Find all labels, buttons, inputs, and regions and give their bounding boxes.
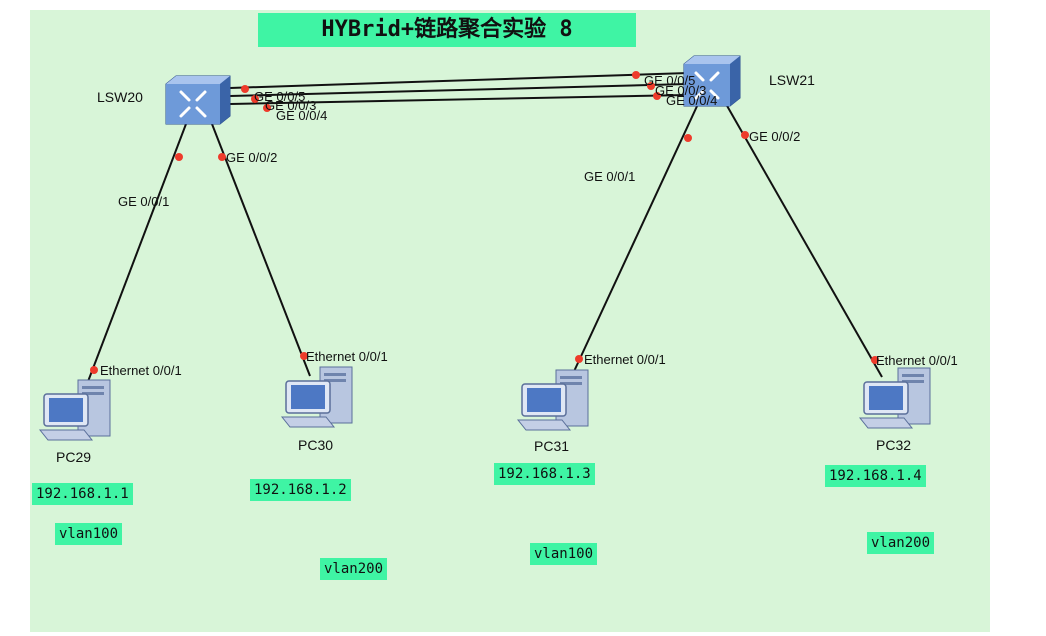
- port-label-pc30-eth: Ethernet 0/0/1: [306, 349, 388, 364]
- switch-lsw21[interactable]: [683, 55, 741, 107]
- port-label-lsw20-ge005: GE 0/0/5: [254, 89, 306, 104]
- port-dot: [632, 71, 640, 79]
- ip-tag-pc32: 192.168.1.4: [825, 465, 926, 487]
- ip-tag-pc29: 192.168.1.1: [32, 483, 133, 505]
- port-label-lsw21-ge001: GE 0/0/1: [584, 169, 636, 184]
- pc-name-30: PC30: [298, 437, 334, 453]
- ip-tag-pc30: 192.168.1.2: [250, 479, 351, 501]
- port-label-pc31-eth: Ethernet 0/0/1: [584, 352, 666, 367]
- port-label-lsw21-ge003: GE 0/0/3: [655, 83, 707, 98]
- pc-31[interactable]: [517, 369, 589, 431]
- switch-name-lsw21: LSW21: [769, 72, 815, 88]
- diagram-title: HYBrid+链路聚合实验 8: [321, 17, 573, 42]
- port-dot: [871, 356, 879, 364]
- port-label-lsw21-ge002: GE 0/0/2: [749, 129, 801, 144]
- vlan-tag-pc29: vlan100: [55, 523, 123, 545]
- trunk-link-ge005: [229, 72, 689, 89]
- port-label-lsw20-ge001: GE 0/0/1: [118, 194, 170, 209]
- port-label-lsw21-ge005: GE 0/0/5: [644, 73, 696, 88]
- ip-tag-pc31: 192.168.1.3: [494, 463, 595, 485]
- vlan-tag-pc31: vlan100: [530, 543, 598, 565]
- port-label-lsw20-ge004: GE 0/0/4: [276, 108, 328, 123]
- pc-32[interactable]: [859, 367, 931, 429]
- link-lsw21-pc31: [569, 103, 699, 381]
- port-dots: [90, 71, 879, 374]
- trunk-link-ge003: [229, 83, 689, 97]
- port-dot: [90, 366, 98, 374]
- port-label-pc32-eth: Ethernet 0/0/1: [876, 353, 958, 368]
- pc-29[interactable]: [39, 379, 111, 441]
- trunk-link-ge004: [229, 94, 689, 105]
- title-highlight: [258, 13, 636, 47]
- port-dot: [741, 131, 749, 139]
- port-dot: [684, 134, 692, 142]
- port-label-pc29-eth: Ethernet 0/0/1: [100, 363, 182, 378]
- link-lsw20-pc30: [211, 123, 311, 377]
- pc-name-29: PC29: [56, 449, 92, 465]
- port-dot: [575, 355, 583, 363]
- vlan-tag-pc30: vlan200: [320, 558, 388, 580]
- pc-name-32: PC32: [876, 437, 912, 453]
- switch-name-lsw20: LSW20: [97, 89, 143, 105]
- port-dot: [647, 82, 655, 90]
- link-lsw21-pc32: [725, 103, 883, 378]
- pc-name-31: PC31: [534, 438, 570, 454]
- link-lsw20-pc29: [83, 123, 187, 393]
- port-dot: [653, 92, 661, 100]
- port-dot: [241, 85, 249, 93]
- pc-30[interactable]: [281, 366, 353, 428]
- port-dot: [251, 95, 259, 103]
- port-dot: [300, 352, 308, 360]
- port-label-lsw21-ge004: GE 0/0/4: [666, 93, 718, 108]
- port-label-lsw20-ge002: GE 0/0/2: [226, 150, 278, 165]
- vlan-tag-pc32: vlan200: [867, 532, 935, 554]
- port-dot: [218, 153, 226, 161]
- port-dot: [175, 153, 183, 161]
- port-label-lsw20-ge003: GE 0/0/3: [265, 98, 317, 113]
- switch-lsw20[interactable]: [165, 75, 231, 125]
- port-dot: [263, 104, 271, 112]
